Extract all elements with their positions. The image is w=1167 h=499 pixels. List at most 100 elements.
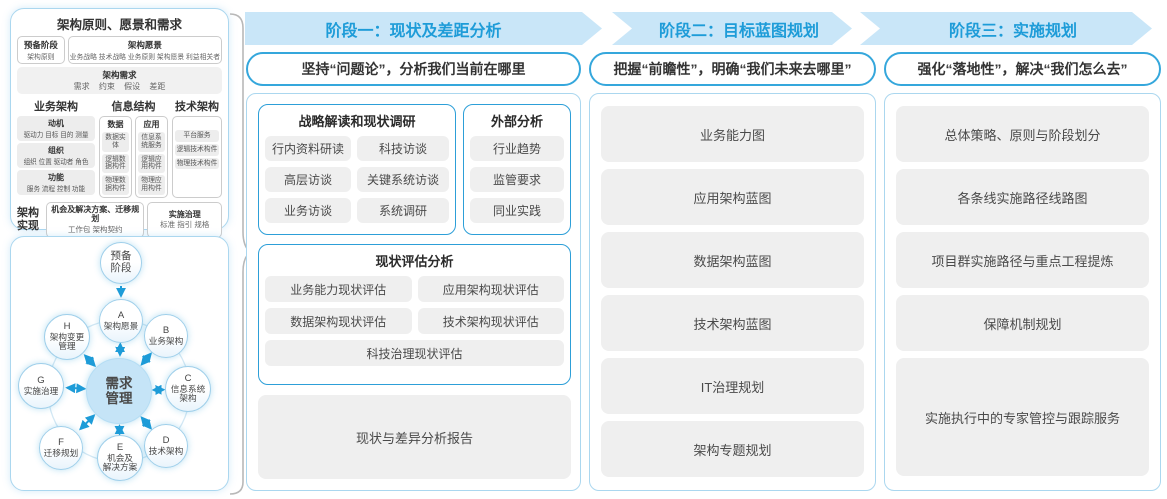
prep-title: 预备阶段 bbox=[23, 40, 58, 50]
adm-c-letter: C bbox=[184, 373, 192, 385]
architecture-principles-panel: 架构原则、愿景和需求 预备阶段 架构原则 架构愿景 业务战略 技术战略 业务原则… bbox=[10, 8, 229, 239]
logical-app-chip: 逻辑应用构件 bbox=[138, 153, 165, 174]
phase3-item: 项目群实施路径与重点工程提炼 bbox=[896, 232, 1149, 288]
external-item: 行业趋势 bbox=[470, 136, 564, 161]
adm-node-f: F 迁移规划 bbox=[39, 426, 83, 470]
vision-title: 架构愿景 bbox=[127, 40, 162, 50]
phase2-header-band: 阶段二：目标蓝图规划 bbox=[612, 12, 852, 45]
architecture-realization-label: 架构实现 bbox=[17, 207, 39, 232]
adm-node-c: C 信息系统 架构 bbox=[165, 366, 211, 412]
adm-e-name2: 解决方案 bbox=[102, 462, 138, 473]
adm-h-name1: 架构变更 bbox=[49, 331, 85, 342]
motivation-desc: 驱动力 目标 目的 测量 bbox=[23, 132, 89, 139]
business-arch-header: 业务架构 bbox=[34, 101, 78, 113]
data-entity-chip: 数据实体 bbox=[102, 132, 129, 152]
phase2-content-panel: 业务能力图 应用架构蓝图 数据架构蓝图 技术架构蓝图 IT治理规划 架构专题规划 bbox=[589, 93, 876, 491]
phase2-item: 数据架构蓝图 bbox=[601, 232, 864, 288]
phase3-item: 总体策略、原则与阶段划分 bbox=[896, 106, 1149, 162]
current-state-assessment-group: 现状评估分析 业务能力现状评估 应用架构现状评估 数据架构现状评估 技术架构现状… bbox=[258, 244, 571, 385]
data-subcolumn: 数据 数据实体 逻辑数据构件 物理数据构件 bbox=[99, 116, 132, 198]
physical-app-chip: 物理应用构件 bbox=[138, 175, 165, 195]
adm-center-label: 需求管理 bbox=[105, 375, 133, 406]
phase2-item: IT治理规划 bbox=[601, 358, 864, 414]
tech-arch-header: 技术架构 bbox=[175, 101, 219, 113]
adm-prep-label: 预备阶段 bbox=[110, 250, 132, 274]
phase1-subtitle-text: 坚持“问题论”，分析我们当前在哪里 bbox=[301, 61, 526, 77]
adm-node-g: G 实施治理 bbox=[18, 363, 64, 409]
adm-requirements-management-circle: 需求管理 bbox=[86, 358, 152, 424]
phase3-item: 保障机制规划 bbox=[896, 295, 1149, 351]
adm-d-letter: D bbox=[162, 434, 170, 446]
info-system-service-chip: 信息系统服务 bbox=[138, 132, 165, 152]
adm-f-name: 迁移规划 bbox=[43, 447, 79, 458]
strategy-item: 系统调研 bbox=[357, 198, 449, 223]
application-header: 应用 bbox=[143, 120, 160, 129]
gap-analysis-report-box: 现状与差异分析报告 bbox=[258, 395, 571, 479]
organization-desc: 组织 位置 驱动者 角色 bbox=[23, 159, 89, 166]
phase2-item: 业务能力图 bbox=[601, 106, 864, 162]
phase3-item: 各条线实施路径线路图 bbox=[896, 169, 1149, 225]
organization-box: 组织 组织 位置 驱动者 角色 bbox=[17, 143, 95, 168]
impl-governance-title: 实施治理 bbox=[168, 209, 201, 219]
assessment-item: 科技治理现状评估 bbox=[265, 340, 564, 366]
technology-architecture-column: 技术架构 平台服务 逻辑技术构件 物理技术构件 bbox=[172, 98, 222, 198]
external-item: 同业实践 bbox=[470, 198, 564, 223]
strategy-group-title: 战略解读和现状调研 bbox=[298, 114, 416, 129]
phase1-header-text: 阶段一：现状及差距分析 bbox=[325, 22, 502, 40]
strategy-item: 业务访谈 bbox=[265, 198, 351, 223]
logical-tech-chip: 逻辑技术构件 bbox=[175, 143, 219, 156]
adm-f-letter: F bbox=[58, 436, 64, 448]
phase2-item: 技术架构蓝图 bbox=[601, 295, 864, 351]
strategy-item: 行内资料研读 bbox=[265, 136, 351, 161]
motivation-title: 动机 bbox=[48, 119, 64, 128]
phase3-header-band: 阶段三：实施规划 bbox=[860, 12, 1152, 45]
phase3-content-panel: 总体策略、原则与阶段划分 各条线实施路径线路图 项目群实施路径与重点工程提炼 保… bbox=[884, 93, 1161, 491]
physical-tech-chip: 物理技术构件 bbox=[175, 157, 219, 170]
adm-preliminary-circle: 预备阶段 bbox=[100, 242, 142, 284]
adm-node-b: B 业务架构 bbox=[144, 314, 188, 358]
adm-node-a: A 架构愿景 bbox=[99, 299, 143, 343]
adm-node-d: D 技术架构 bbox=[144, 424, 188, 468]
assessment-group-title: 现状评估分析 bbox=[375, 254, 454, 269]
adm-cycle-panel: 预备阶段 A 架构愿景 B 业务架构 C 信息系统 架构 D 技术架构 E 机会… bbox=[10, 236, 229, 491]
implementation-governance-box: 实施治理 标准 指引 规格 bbox=[147, 201, 222, 239]
phase3-subtitle: 强化“落地性”，解决“我们怎么去” bbox=[884, 52, 1161, 86]
phase3-item: 实施执行中的专家管控与跟踪服务 bbox=[896, 358, 1149, 476]
platform-service-chip: 平台服务 bbox=[175, 130, 219, 142]
adm-h-name2: 管理 bbox=[58, 341, 76, 352]
phase1-header-band: 阶段一：现状及差距分析 bbox=[245, 12, 602, 45]
opportunities-title: 机会及解决方案、迁移规划 bbox=[51, 204, 140, 224]
requirements-items: 需求 约束 假设 差距 bbox=[73, 82, 166, 91]
adm-b-letter: B bbox=[162, 324, 170, 336]
tech-arch-container: 平台服务 逻辑技术构件 物理技术构件 bbox=[172, 116, 222, 198]
assessment-item: 应用架构现状评估 bbox=[417, 276, 564, 302]
adm-d-name: 技术架构 bbox=[148, 445, 184, 456]
panel-title: 架构原则、愿景和需求 bbox=[56, 18, 182, 32]
adm-e-letter: E bbox=[116, 442, 124, 454]
organization-title: 组织 bbox=[48, 146, 64, 155]
strategy-item: 高层访谈 bbox=[265, 167, 351, 192]
adm-a-letter: A bbox=[117, 309, 125, 321]
physical-data-chip: 物理数据构件 bbox=[102, 175, 129, 195]
requirements-title: 架构需求 bbox=[102, 70, 137, 80]
phase2-header-text: 阶段二：目标蓝图规划 bbox=[658, 22, 819, 40]
impl-governance-desc: 标准 指引 规格 bbox=[160, 220, 210, 230]
phase3-subtitle-text: 强化“落地性”，解决“我们怎么去” bbox=[917, 61, 1128, 77]
external-group-title: 外部分析 bbox=[490, 114, 543, 129]
adm-g-letter: G bbox=[37, 374, 45, 386]
architecture-requirements-box: 架构需求 需求 约束 假设 差距 bbox=[17, 67, 222, 94]
adm-c-name2: 架构 bbox=[179, 393, 197, 404]
assessment-item: 数据架构现状评估 bbox=[265, 308, 412, 334]
phase2-subtitle-text: 把握“前瞻性”，明确“我们未来去哪里” bbox=[613, 61, 852, 77]
phase1-content-panel: 战略解读和现状调研 行内资料研读 科技访谈 高层访谈 关键系统访谈 业务访谈 系… bbox=[246, 93, 581, 491]
opportunities-migration-box: 机会及解决方案、迁移规划 工作包 架构契约 bbox=[46, 201, 145, 239]
architecture-vision-box: 架构愿景 业务战略 技术战略 业务原则 架构愿景 利益相关者 bbox=[67, 36, 222, 64]
phase2-item: 应用架构蓝图 bbox=[601, 169, 864, 225]
phase3-header-text: 阶段三：实施规划 bbox=[948, 22, 1077, 40]
phase2-item: 架构专题规划 bbox=[601, 421, 864, 477]
data-header: 数据 bbox=[107, 120, 124, 129]
preliminary-phase-box: 预备阶段 架构原则 bbox=[17, 36, 65, 64]
assessment-item: 技术架构现状评估 bbox=[417, 308, 564, 334]
adm-c-name1: 信息系统 bbox=[170, 383, 206, 394]
motivation-box: 动机 驱动力 目标 目的 测量 bbox=[17, 116, 95, 141]
